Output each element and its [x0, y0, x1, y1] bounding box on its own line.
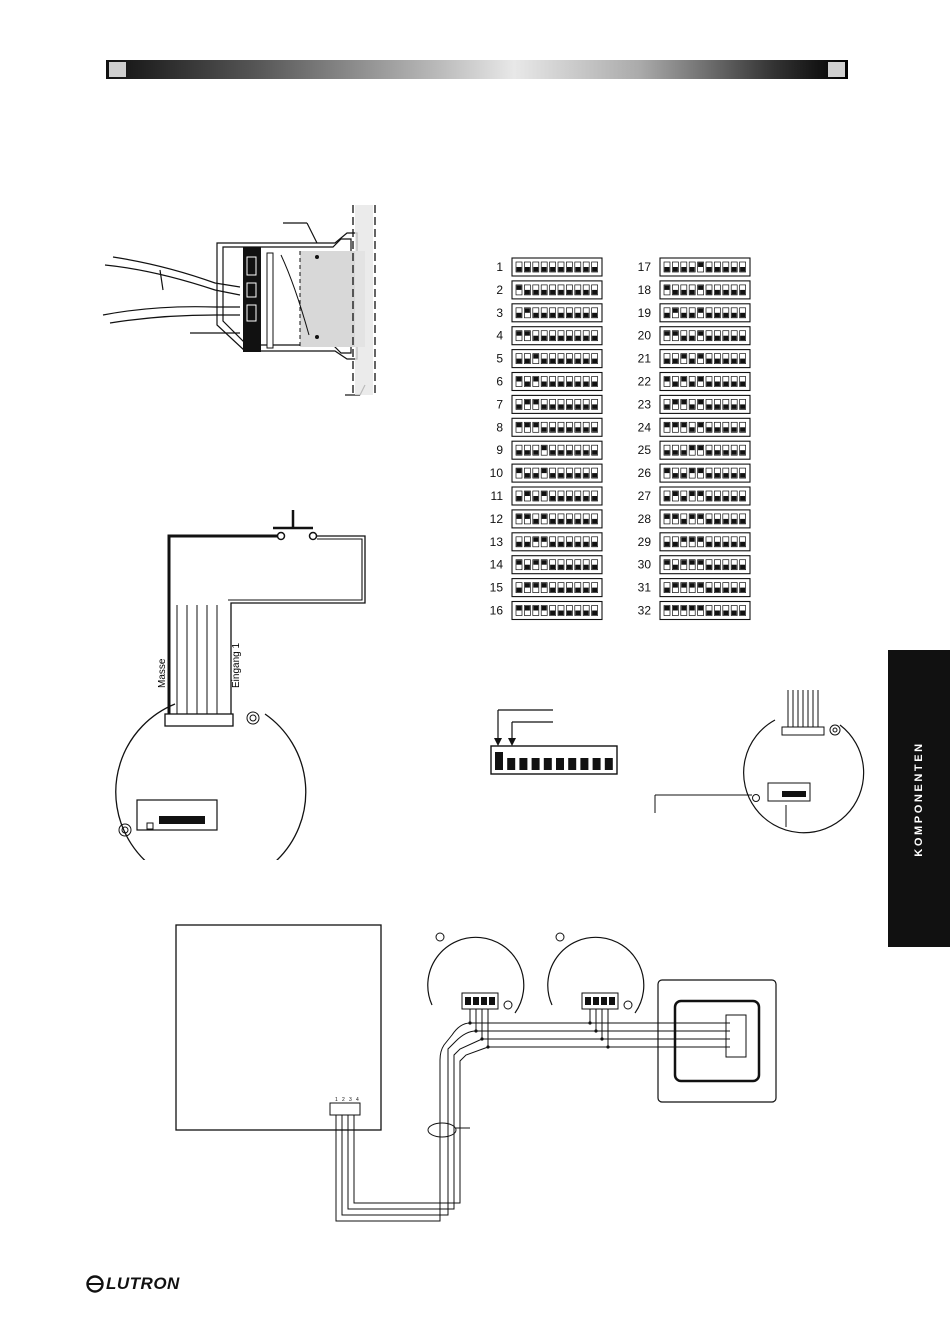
dip-switch-row — [512, 533, 602, 551]
dip-switch-row — [660, 350, 750, 368]
dip-switch-row — [660, 395, 750, 413]
dip-switch-row — [660, 579, 750, 597]
dip-switch-row — [660, 327, 750, 345]
dip-address-number: 19 — [638, 306, 652, 320]
dip-switch-row — [660, 441, 750, 459]
dip-address-number: 25 — [638, 443, 652, 457]
dip-address-number: 31 — [638, 581, 652, 595]
dip-address-number: 11 — [491, 489, 504, 503]
bus-terminal-number: 2 — [342, 1097, 345, 1103]
dip-address-number: 8 — [496, 420, 503, 434]
dip-lever — [507, 758, 515, 770]
dip-address-number: 1 — [496, 260, 503, 274]
lutron-logo-mark — [86, 1275, 104, 1293]
label-input-1: Eingang 1 — [231, 643, 242, 688]
dip-lever — [593, 758, 601, 770]
lutron-logo: LUTRON — [86, 1273, 180, 1295]
dip-address-number: 21 — [638, 352, 652, 366]
dip-switch-row — [512, 304, 602, 322]
dip-switch-row — [512, 418, 602, 436]
dip-address-number: 18 — [638, 283, 652, 297]
dip-address-number: 20 — [638, 329, 652, 343]
dip-address-number: 30 — [638, 558, 652, 572]
dip-address-number: 27 — [638, 489, 652, 503]
dip-switch-row — [512, 464, 602, 482]
dip-address-number: 28 — [638, 512, 652, 526]
section-tab-label: KOMPONENTEN — [913, 741, 925, 856]
dip-address-number: 16 — [490, 604, 504, 618]
dip-address-number: 13 — [490, 535, 504, 549]
dip-lever — [544, 758, 552, 770]
dip-address-number: 14 — [490, 558, 504, 572]
dip-address-number: 3 — [496, 306, 503, 320]
pushbutton-wiring-figure: Masse Eingang 1 — [95, 500, 385, 860]
dip-switch-row — [512, 441, 602, 459]
dip-switch-row — [512, 602, 602, 620]
dip-lever — [532, 758, 540, 770]
bus-terminal-number: 1 — [335, 1097, 338, 1103]
dip-switch-row — [660, 373, 750, 391]
dip-address-number: 23 — [638, 397, 652, 411]
dip-address-number: 4 — [496, 329, 503, 343]
dip-switch-row — [660, 418, 750, 436]
dip-lever — [568, 758, 576, 770]
dip-switch-row — [660, 464, 750, 482]
section-tab: KOMPONENTEN — [888, 650, 950, 947]
dip-switch-row — [660, 304, 750, 322]
bus-terminal-number: 3 — [349, 1097, 352, 1103]
dip-switch-row — [660, 281, 750, 299]
dip-lever — [605, 758, 613, 770]
dip-switch-row — [512, 510, 602, 528]
dip-switch-detail-figure — [485, 700, 625, 780]
dip-address-number: 12 — [490, 512, 504, 526]
dip-lever — [519, 758, 527, 770]
dip-switch-row — [660, 487, 750, 505]
dip-switch-row — [660, 556, 750, 574]
bus-terminal-number: 4 — [356, 1097, 359, 1103]
dip-switch-row — [512, 327, 602, 345]
dip-address-number: 26 — [638, 466, 652, 480]
dip-address-number: 2 — [496, 283, 503, 297]
header-right-square — [828, 62, 845, 77]
mounting-box-section-figure — [95, 195, 405, 410]
dip-address-number: 10 — [490, 466, 504, 480]
keypad-dip-location-figure — [650, 685, 865, 835]
dip-address-number: 15 — [490, 581, 504, 595]
dip-switch-row — [512, 556, 602, 574]
dip-address-number: 17 — [638, 260, 652, 274]
dip-address-number: 32 — [638, 604, 652, 618]
header-left-square — [109, 62, 126, 77]
dip-address-number: 29 — [638, 535, 652, 549]
dip-switch-address-table: 1234567891011121314151617181920212223242… — [470, 252, 770, 627]
dip-address-number: 5 — [496, 352, 503, 366]
dip-lever — [556, 758, 564, 770]
dip-address-number: 24 — [638, 420, 652, 434]
header-gradient-bar — [106, 60, 848, 79]
dip-switch-row — [512, 258, 602, 276]
lutron-logo-text: LUTRON — [106, 1274, 180, 1294]
dip-switch-row — [512, 373, 602, 391]
label-ground: Masse — [157, 658, 168, 688]
dip-switch-row — [512, 350, 602, 368]
dip-switch-row — [660, 510, 750, 528]
dip-lever — [495, 752, 503, 770]
dip-switch-row — [512, 281, 602, 299]
dip-address-number: 6 — [496, 375, 503, 389]
dip-switch-row — [660, 602, 750, 620]
dip-address-number: 22 — [638, 375, 652, 389]
dip-switch-row — [512, 579, 602, 597]
dip-address-number: 9 — [496, 443, 503, 457]
dip-switch-row — [512, 395, 602, 413]
dip-address-number: 7 — [496, 397, 503, 411]
dip-lever — [580, 758, 588, 770]
dip-switch-row — [512, 487, 602, 505]
dip-switch-row — [660, 258, 750, 276]
dip-switch-row — [660, 533, 750, 551]
